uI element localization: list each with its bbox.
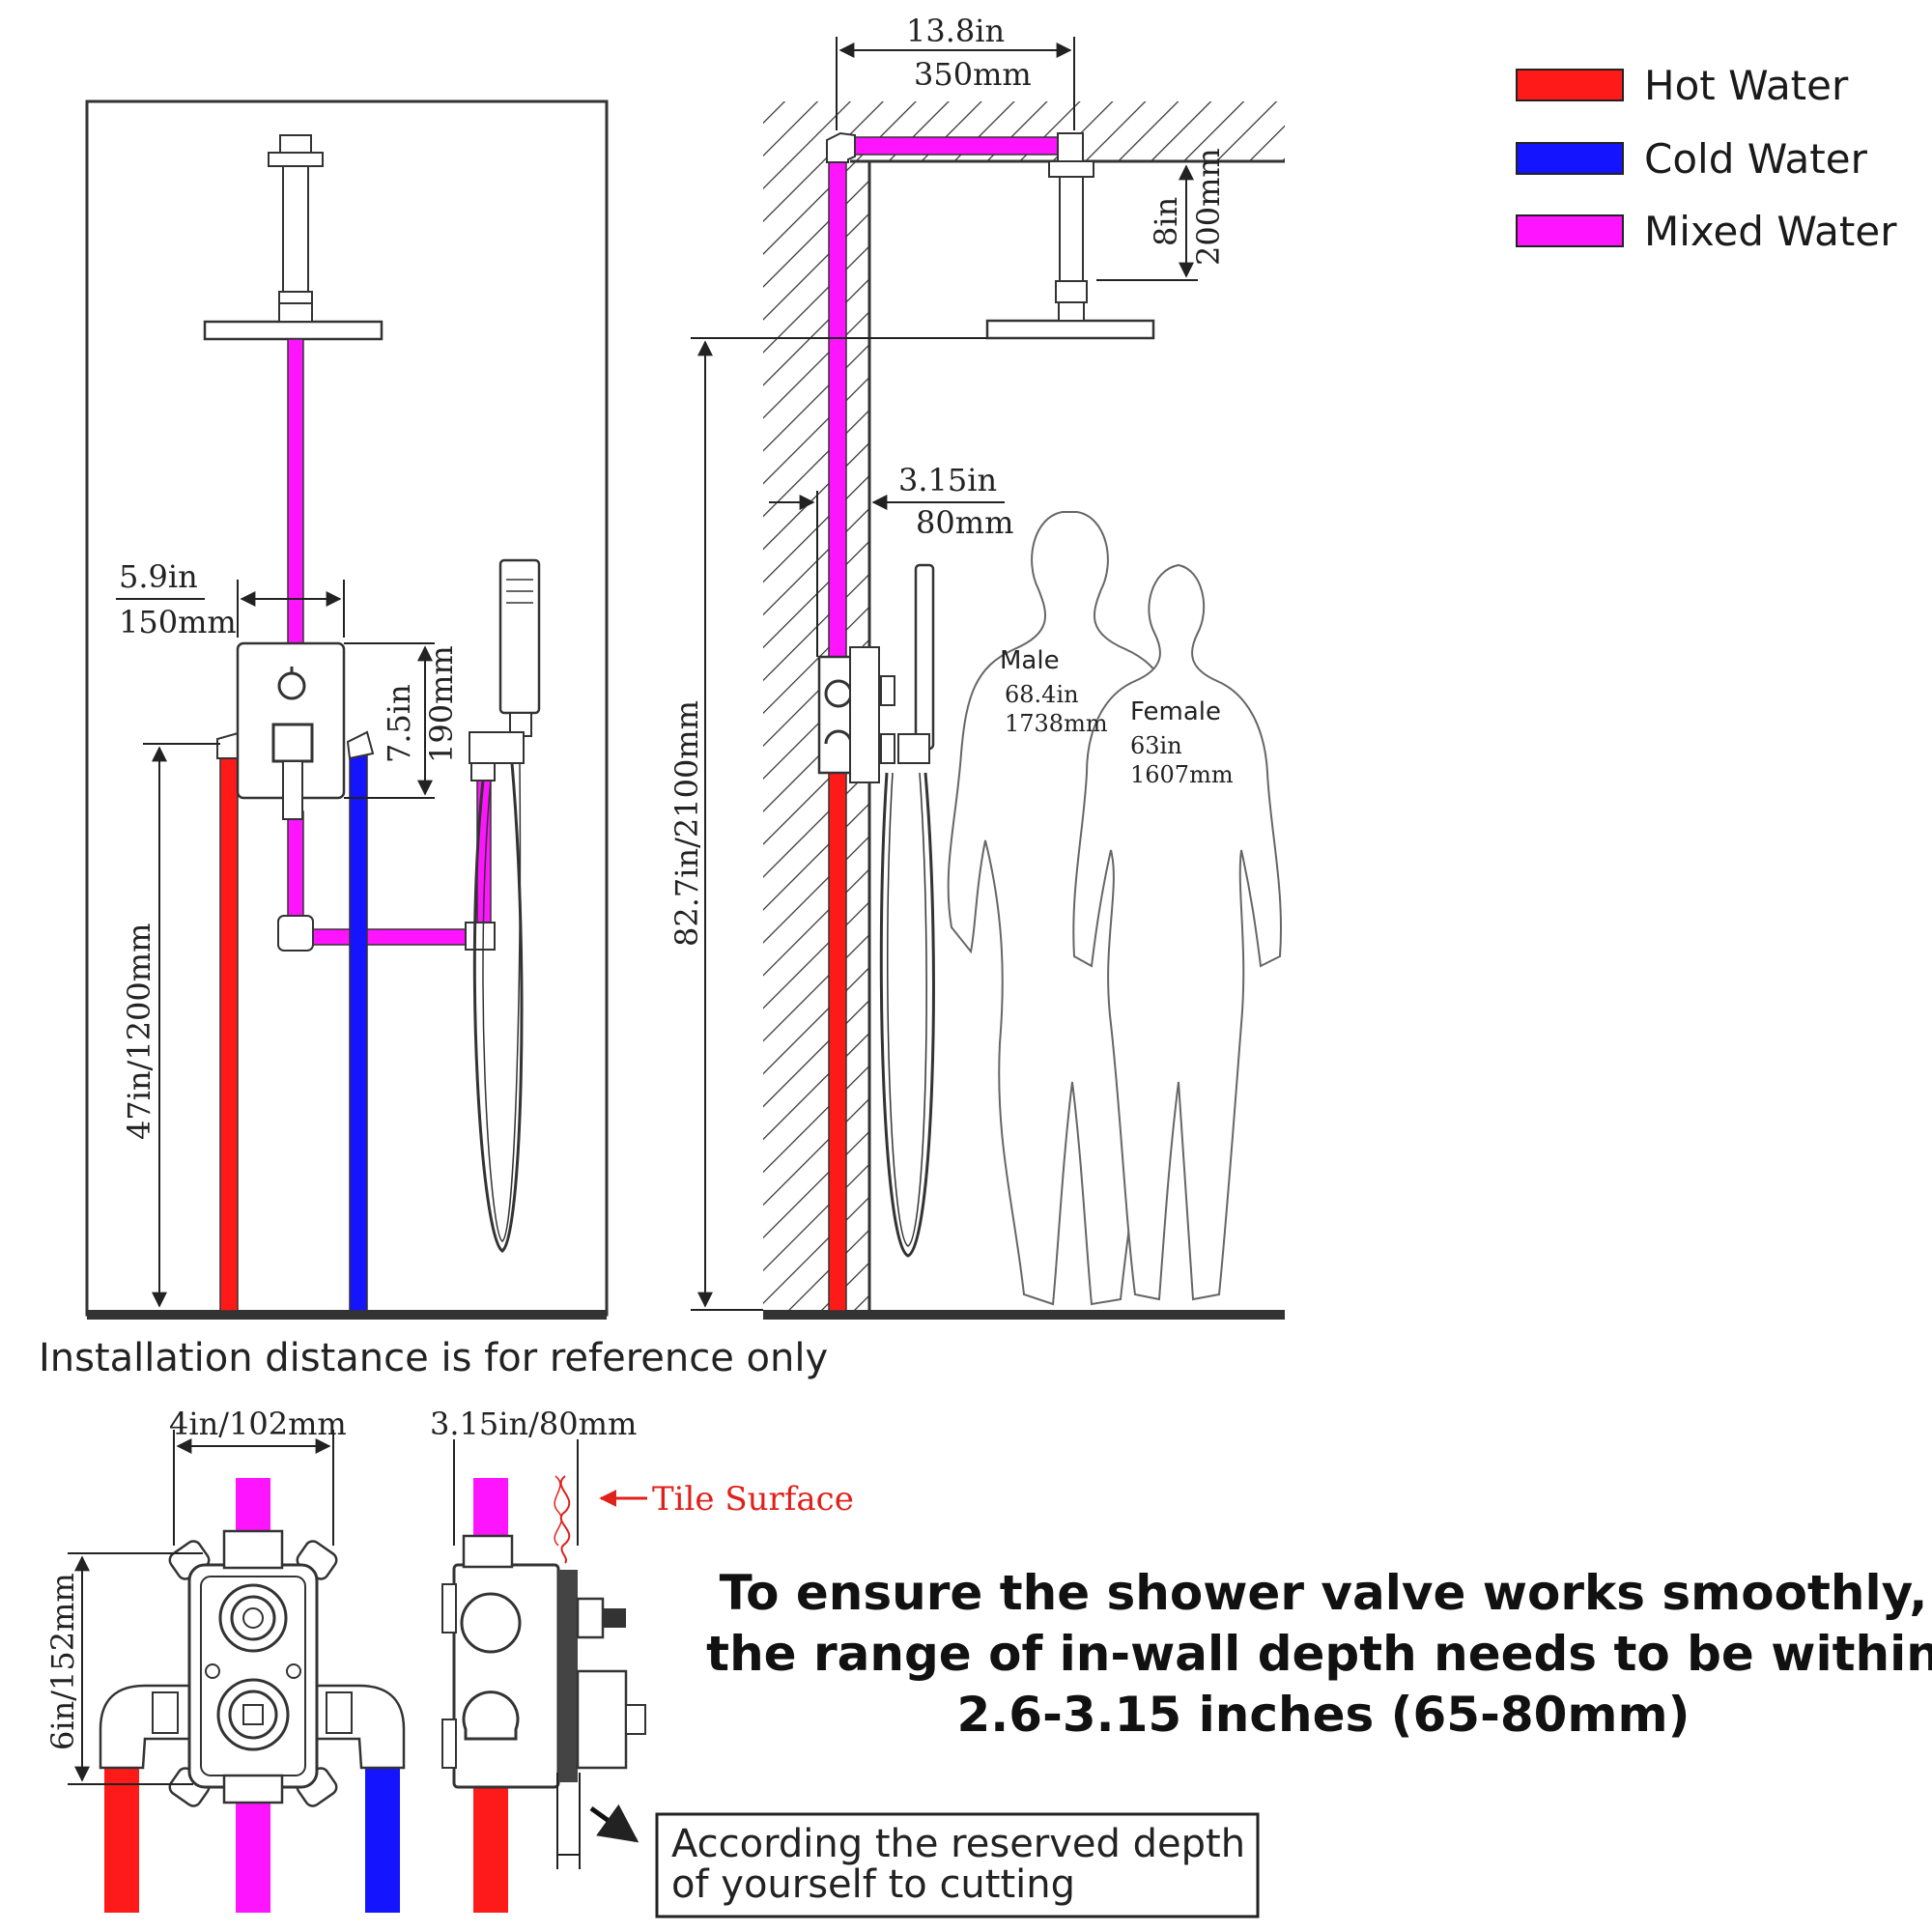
dim-valve-floor: 47in/1200mm bbox=[121, 923, 157, 1140]
front-dim-valve-width: 5.9in 150mm bbox=[116, 558, 345, 640]
depth-note-line2: the range of in-wall depth needs to be w… bbox=[706, 1626, 1932, 1682]
detail-hot-pipe bbox=[104, 1758, 139, 1913]
dim-arm-drop-mm: 200mm bbox=[1190, 148, 1227, 266]
side-mixed-pipe-horizontal bbox=[849, 136, 1059, 156]
cold-water-swatch bbox=[1516, 142, 1624, 175]
front-floor-line bbox=[87, 1310, 607, 1320]
tile-surface-label: Tile Surface bbox=[652, 1480, 854, 1519]
front-cold-elbow bbox=[346, 730, 375, 760]
front-hand-shower bbox=[469, 558, 541, 1253]
front-elbow-right bbox=[465, 922, 496, 951]
dim-wall-depth-in: 3.15in bbox=[898, 462, 997, 498]
depth-note-line1: To ensure the shower valve works smoothl… bbox=[720, 1565, 1928, 1621]
male-height-mm: 1738mm bbox=[1005, 710, 1108, 737]
front-dim-valve-height: 7.5in 190mm bbox=[344, 642, 460, 799]
detail-top-nut bbox=[222, 1529, 284, 1570]
legend-label-cold: Cold Water bbox=[1644, 135, 1868, 183]
side-floor-line bbox=[763, 1310, 1285, 1320]
detail-mixed-pipe-bottom bbox=[236, 1797, 270, 1913]
valve-detail-front: 4in/102mm 6in/152mm bbox=[44, 1406, 406, 1913]
tile-surface-line bbox=[559, 1475, 571, 1564]
legend-label-hot: Hot Water bbox=[1644, 62, 1849, 109]
dim-head-height: 82.7in/2100mm bbox=[668, 700, 705, 947]
front-mixed-pipe-down bbox=[287, 810, 304, 919]
female-height-label: Female 63in 1607mm bbox=[1130, 697, 1234, 788]
legend: Hot Water Cold Water Mixed Water bbox=[1516, 62, 1897, 255]
cut-note-line2: of yourself to cutting bbox=[671, 1862, 1075, 1907]
female-silhouette bbox=[1072, 563, 1283, 1301]
detail-bottom-nut bbox=[222, 1774, 284, 1804]
depth-note-line3: 2.6-3.15 inches (65-80mm) bbox=[957, 1687, 1690, 1743]
side-view: Male 68.4in 1738mm Female 63in 1607mm 13… bbox=[668, 13, 1285, 1320]
male-height-in: 68.4in bbox=[1005, 681, 1079, 708]
hot-water-swatch bbox=[1516, 69, 1624, 101]
front-elbow-left bbox=[277, 915, 314, 952]
dim-valve-height-mm: 190mm bbox=[423, 645, 460, 763]
cut-note-line1: According the reserved depth bbox=[671, 1822, 1245, 1866]
front-view: 5.9in 150mm 7.5in 190mm 47in/1200mm bbox=[85, 99, 609, 1320]
front-hot-pipe bbox=[219, 754, 239, 1312]
dim-valve-width-mm: 150mm bbox=[119, 604, 237, 640]
female-height-mm: 1607mm bbox=[1130, 761, 1234, 788]
front-valve-trim bbox=[236, 641, 346, 820]
valve-detail-side: Tile Surface 3.15in/80mm bbox=[430, 1406, 854, 1913]
front-mixed-pipe-horizontal bbox=[289, 928, 484, 946]
side-detail-depth: 3.15in/80mm bbox=[430, 1406, 637, 1442]
mixed-water-swatch bbox=[1516, 214, 1624, 247]
male-label: Male bbox=[1000, 646, 1060, 675]
side-shower-head bbox=[985, 160, 1155, 340]
dim-valve-height-in: 7.5in bbox=[381, 684, 417, 763]
dim-arm-drop-in: 8in bbox=[1148, 197, 1184, 246]
in-wall-depth-note: To ensure the shower valve works smoothl… bbox=[706, 1565, 1932, 1743]
side-detail-thread bbox=[558, 1570, 578, 1782]
detail-cold-pipe bbox=[365, 1758, 400, 1913]
front-mixed-pipe-up bbox=[287, 338, 304, 649]
side-ceiling-flange bbox=[1057, 132, 1084, 163]
side-dim-arm-drop: 8in 200mm bbox=[1096, 148, 1227, 281]
legend-item-cold: Cold Water bbox=[1516, 135, 1868, 183]
side-dim-wall-depth: 3.15in 80mm bbox=[769, 462, 1013, 657]
legend-item-mixed: Mixed Water bbox=[1516, 208, 1897, 255]
detail-left-elbow bbox=[99, 1684, 195, 1770]
side-hot-pipe bbox=[828, 753, 847, 1312]
dim-arm-length-in: 13.8in bbox=[906, 13, 1005, 49]
dim-arm-length-mm: 350mm bbox=[914, 56, 1032, 93]
dim-valve-width-in: 5.9in bbox=[119, 558, 198, 595]
front-dim-valve-floor: 47in/1200mm bbox=[121, 743, 220, 1308]
front-cold-pipe bbox=[349, 754, 368, 1312]
female-label: Female bbox=[1130, 697, 1221, 726]
reference-note: Installation distance is for reference o… bbox=[39, 1336, 828, 1380]
female-height-in: 63in bbox=[1130, 732, 1182, 759]
legend-label-mixed: Mixed Water bbox=[1644, 208, 1897, 255]
front-shower-head bbox=[203, 134, 384, 341]
side-mixed-pipe-vertical bbox=[828, 152, 847, 666]
side-dim-arm-length: 13.8in 350mm bbox=[836, 13, 1075, 130]
side-dim-head-height: 82.7in/2100mm bbox=[668, 337, 987, 1311]
cutting-note-box: According the reserved depth of yourself… bbox=[655, 1812, 1260, 1918]
detail-dim-width: 4in/102mm bbox=[169, 1406, 347, 1442]
detail-dim-height: 6in/152mm bbox=[44, 1573, 81, 1750]
side-elbow-top bbox=[826, 131, 856, 163]
side-hand-shower bbox=[879, 563, 935, 1258]
detail-mixed-pipe-top bbox=[236, 1478, 270, 1536]
dim-wall-depth-mm: 80mm bbox=[916, 504, 1013, 541]
side-detail-mixed-pipe bbox=[473, 1478, 508, 1546]
legend-item-hot: Hot Water bbox=[1516, 62, 1849, 109]
male-height-label: Male 68.4in 1738mm bbox=[1000, 646, 1108, 737]
side-valve-body bbox=[817, 646, 895, 783]
